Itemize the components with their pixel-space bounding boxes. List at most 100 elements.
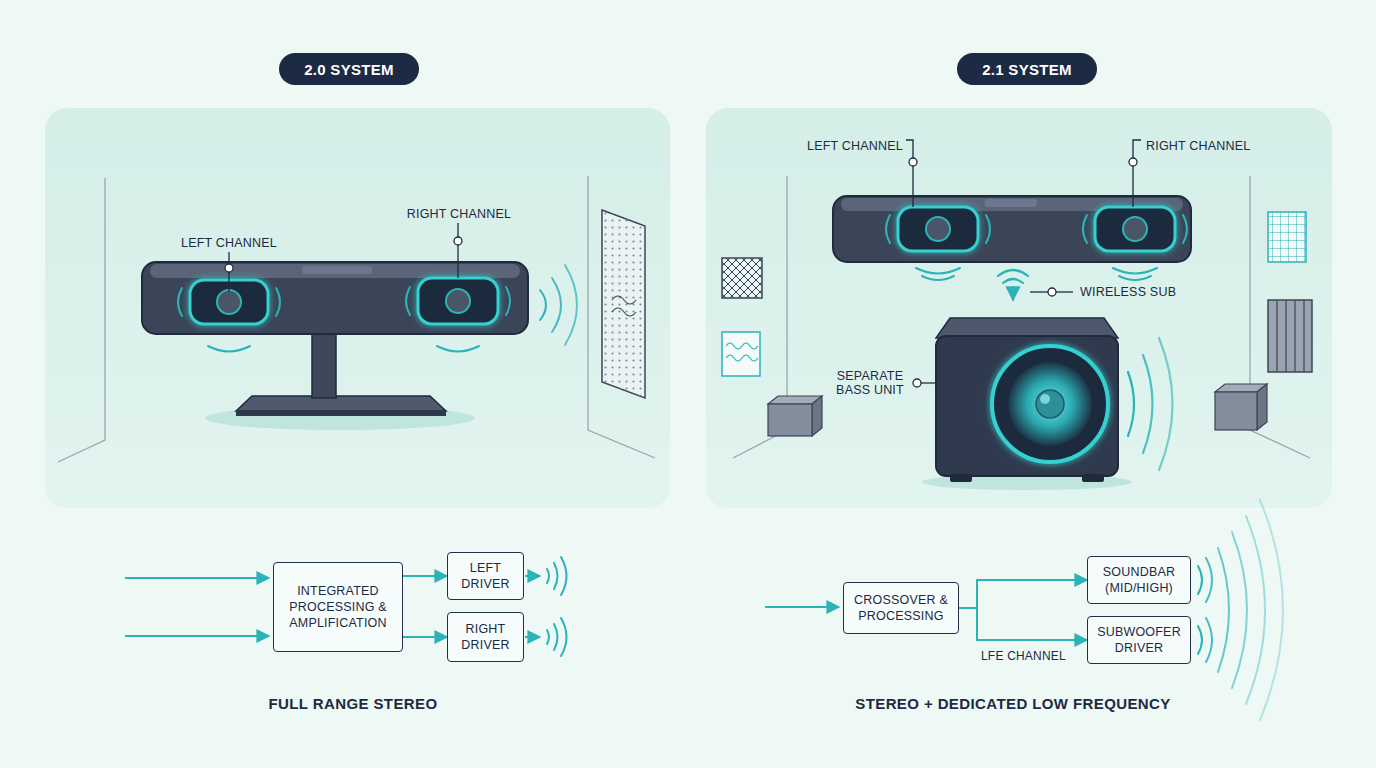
system-badge: 2.0 SYSTEM (279, 53, 419, 85)
sound-wave (178, 288, 182, 316)
system-badge: 2.1 SYSTEM (957, 53, 1097, 85)
acoustic-panel (612, 308, 636, 316)
sound-wave (561, 618, 567, 656)
sound-wave (986, 215, 990, 243)
soundbar (142, 262, 528, 334)
wireless-symbol (998, 270, 1028, 300)
speaker-driver (418, 278, 498, 324)
callout-leader (454, 237, 462, 245)
sound-wave (547, 630, 549, 644)
section-caption: FULL RANGE STEREO (153, 696, 553, 712)
sound-wave (208, 346, 250, 352)
sound-wave (561, 557, 567, 595)
sound-wave (1246, 516, 1265, 704)
sound-wave (1083, 215, 1087, 243)
signal-input-arrow (765, 606, 839, 608)
room-outline (58, 176, 1310, 462)
signal-connector (403, 575, 447, 577)
room-outline (58, 178, 105, 462)
callout-label: SEPARATE BASS UNIT (828, 369, 912, 397)
room-cube (1215, 392, 1257, 430)
sound-wave (1159, 338, 1173, 470)
speaker-driver (926, 217, 950, 241)
sound-wave (886, 215, 1187, 280)
sound-wave (406, 287, 410, 315)
sound-wave (276, 288, 280, 316)
callout-leader (1030, 291, 1048, 292)
sound-wave (916, 268, 960, 274)
callout-leader (913, 379, 921, 387)
sound-wave (922, 276, 954, 280)
sound-wave (1128, 338, 1173, 470)
acoustic-panel (1268, 300, 1312, 372)
room-cube (1257, 384, 1267, 430)
sound-wave (1198, 566, 1202, 594)
section-caption: STEREO + DEDICATED LOW FREQUENCY (763, 696, 1263, 712)
callout-label: RIGHT CHANNEL (389, 206, 529, 222)
subwoofer (950, 474, 972, 482)
callout-leader (1129, 158, 1137, 166)
subwoofer (1040, 394, 1050, 404)
callout-leader (906, 140, 913, 207)
sound-wave (886, 215, 890, 243)
acoustic-panel (1268, 212, 1306, 262)
acoustic-panel (612, 296, 636, 304)
callout-label: LEFT CHANNEL (159, 235, 299, 251)
node-text: 2.1 SYSTEM (982, 61, 1072, 78)
sound-wave (1198, 626, 1202, 654)
sound-wave (547, 569, 549, 583)
acoustic-panel (726, 343, 758, 349)
sound-wave (554, 563, 558, 589)
callout-label: LEFT CHANNEL (763, 138, 903, 154)
callout-leader (921, 382, 936, 383)
wireless-symbol (1012, 287, 1014, 300)
callout-leader (225, 223, 462, 292)
acoustic-panel (602, 210, 645, 398)
sound-wave (552, 278, 561, 332)
acoustic-panel (1268, 212, 1306, 262)
sound-wave (547, 500, 1283, 720)
node-text: SOUNDBAR (MID/HIGH) (1094, 564, 1184, 597)
sound-wave (565, 265, 577, 345)
wireless-symbol (998, 270, 1028, 276)
callout-leader (1048, 288, 1056, 296)
subwoofer (1082, 474, 1104, 482)
callout-leader (457, 223, 458, 278)
speaker-driver (446, 289, 470, 313)
panel-background (45, 108, 1332, 508)
acoustic-panel (722, 332, 760, 376)
callout-leader (1056, 291, 1073, 292)
signal-connector (959, 608, 1087, 640)
subwoofer (1008, 362, 1092, 446)
wireless-symbol (1003, 279, 1023, 283)
node-text: INTEGRATED PROCESSING & AMPLIFICATION (280, 583, 396, 632)
signal-input-arrow (525, 636, 540, 638)
callout-label: WIRELESS SUB (1080, 284, 1220, 300)
sound-wave (1128, 372, 1134, 436)
sound-wave (1143, 355, 1153, 453)
speaker-driver (1123, 217, 1147, 241)
signal-connector (403, 636, 447, 638)
acoustic-panel (726, 355, 758, 361)
sound-wave (1260, 500, 1283, 720)
sound-wave (506, 287, 510, 315)
sound-wave (1232, 532, 1247, 688)
sound-wave (1113, 268, 1157, 274)
subwoofer (936, 336, 1118, 476)
callout-leader (909, 158, 917, 166)
acoustic-panel (602, 210, 645, 398)
node-text: CROSSOVER & PROCESSING (850, 592, 952, 625)
output-box: SUBWOOFER DRIVER (1087, 616, 1191, 664)
soundbar (985, 199, 1037, 207)
acoustic-panel (602, 210, 645, 398)
edge-label: LFE CHANNEL (981, 649, 1066, 663)
sound-wave (437, 346, 479, 352)
speaker-driver (1095, 207, 1175, 251)
subwoofer (1036, 390, 1064, 418)
soundbar (833, 196, 1191, 262)
sound-wave (1218, 548, 1229, 672)
process-box: CROSSOVER & PROCESSING (843, 582, 959, 634)
speaker-driver (898, 207, 1175, 251)
sound-wave (540, 290, 546, 320)
acoustic-panel (722, 258, 762, 298)
